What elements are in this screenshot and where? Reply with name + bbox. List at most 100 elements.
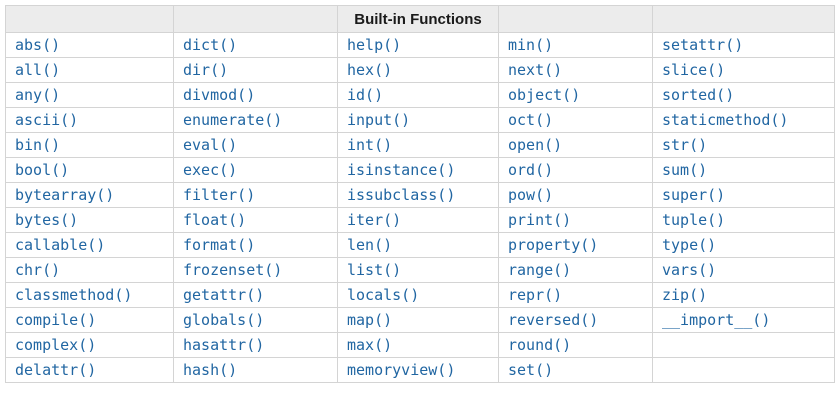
- function-link[interactable]: isinstance(): [347, 161, 456, 179]
- function-cell: type(): [652, 232, 835, 258]
- function-cell: sum(): [652, 157, 835, 183]
- function-link[interactable]: range(): [508, 261, 572, 279]
- function-link[interactable]: min(): [508, 36, 554, 54]
- function-cell: staticmethod(): [652, 107, 835, 133]
- table-row: callable() format() len() property() type(): [5, 232, 835, 258]
- table-row: any() divmod() id() object() sorted(): [5, 82, 835, 108]
- function-cell: set(): [498, 357, 653, 383]
- function-link[interactable]: issubclass(): [347, 186, 456, 204]
- function-link[interactable]: bytearray(): [15, 186, 115, 204]
- function-link[interactable]: id(): [347, 86, 384, 104]
- function-link[interactable]: max(): [347, 336, 393, 354]
- function-link[interactable]: open(): [508, 136, 563, 154]
- function-cell: help(): [337, 32, 499, 58]
- function-link[interactable]: all(): [15, 61, 61, 79]
- function-link[interactable]: round(): [508, 336, 572, 354]
- table-row: compile() globals() map() reversed() __impor…: [5, 307, 835, 333]
- function-cell: chr(): [5, 257, 174, 283]
- function-link[interactable]: slice(): [662, 61, 726, 79]
- function-link[interactable]: callable(): [15, 236, 106, 254]
- function-link[interactable]: str(): [662, 136, 708, 154]
- function-link[interactable]: pow(): [508, 186, 554, 204]
- function-link[interactable]: compile(): [15, 311, 97, 329]
- function-link[interactable]: bin(): [15, 136, 61, 154]
- function-cell: hash(): [173, 357, 338, 383]
- function-cell: open(): [498, 132, 653, 158]
- function-link[interactable]: chr(): [15, 261, 61, 279]
- function-link[interactable]: abs(): [15, 36, 61, 54]
- function-cell: slice(): [652, 57, 835, 83]
- function-cell: object(): [498, 82, 653, 108]
- table-row: all() dir() hex() next() slice(): [5, 57, 835, 83]
- function-link[interactable]: exec(): [183, 161, 238, 179]
- function-link[interactable]: format(): [183, 236, 256, 254]
- function-link[interactable]: hash(): [183, 361, 238, 379]
- function-link[interactable]: delattr(): [15, 361, 97, 379]
- function-cell: ord(): [498, 157, 653, 183]
- function-link[interactable]: classmethod(): [15, 286, 133, 304]
- function-link[interactable]: __import__(): [662, 311, 771, 329]
- table-row: bool() exec() isinstance() ord() sum(): [5, 157, 835, 183]
- table-row: delattr() hash() memoryview() set(): [5, 357, 835, 383]
- function-link[interactable]: map(): [347, 311, 393, 329]
- empty-cell: [652, 357, 835, 383]
- function-link[interactable]: repr(): [508, 286, 563, 304]
- function-link[interactable]: input(): [347, 111, 411, 129]
- function-cell: bool(): [5, 157, 174, 183]
- function-link[interactable]: tuple(): [662, 211, 726, 229]
- function-link[interactable]: filter(): [183, 186, 256, 204]
- function-link[interactable]: dir(): [183, 61, 229, 79]
- function-link[interactable]: list(): [347, 261, 402, 279]
- function-link[interactable]: set(): [508, 361, 554, 379]
- function-link[interactable]: zip(): [662, 286, 708, 304]
- function-link[interactable]: sorted(): [662, 86, 735, 104]
- function-link[interactable]: divmod(): [183, 86, 256, 104]
- function-link[interactable]: bool(): [15, 161, 70, 179]
- function-link[interactable]: enumerate(): [183, 111, 283, 129]
- function-link[interactable]: float(): [183, 211, 247, 229]
- function-cell: id(): [337, 82, 499, 108]
- header-cell-empty: [173, 5, 338, 33]
- header-row: Built-in Functions: [5, 5, 835, 33]
- function-link[interactable]: eval(): [183, 136, 238, 154]
- function-link[interactable]: len(): [347, 236, 393, 254]
- function-link[interactable]: hex(): [347, 61, 393, 79]
- function-cell: ascii(): [5, 107, 174, 133]
- function-cell: enumerate(): [173, 107, 338, 133]
- table-row: classmethod() getattr() locals() repr() zip(…: [5, 282, 835, 308]
- function-link[interactable]: ord(): [508, 161, 554, 179]
- function-link[interactable]: ascii(): [15, 111, 79, 129]
- function-link[interactable]: staticmethod(): [662, 111, 789, 129]
- function-link[interactable]: bytes(): [15, 211, 79, 229]
- function-cell: sorted(): [652, 82, 835, 108]
- function-link[interactable]: setattr(): [662, 36, 744, 54]
- table-row: complex() hasattr() max() round(): [5, 332, 835, 358]
- function-link[interactable]: super(): [662, 186, 726, 204]
- function-link[interactable]: oct(): [508, 111, 554, 129]
- function-link[interactable]: next(): [508, 61, 563, 79]
- function-cell: property(): [498, 232, 653, 258]
- function-link[interactable]: int(): [347, 136, 393, 154]
- function-link[interactable]: getattr(): [183, 286, 265, 304]
- function-link[interactable]: vars(): [662, 261, 717, 279]
- function-link[interactable]: locals(): [347, 286, 420, 304]
- function-link[interactable]: object(): [508, 86, 581, 104]
- function-link[interactable]: help(): [347, 36, 402, 54]
- table-header: Built-in Functions: [5, 5, 835, 33]
- function-link[interactable]: sum(): [662, 161, 708, 179]
- function-link[interactable]: print(): [508, 211, 572, 229]
- function-link[interactable]: memoryview(): [347, 361, 456, 379]
- function-link[interactable]: reversed(): [508, 311, 599, 329]
- header-cell-empty: [652, 5, 835, 33]
- function-link[interactable]: dict(): [183, 36, 238, 54]
- function-cell: hasattr(): [173, 332, 338, 358]
- function-link[interactable]: frozenset(): [183, 261, 283, 279]
- function-cell: tuple(): [652, 207, 835, 233]
- function-link[interactable]: type(): [662, 236, 717, 254]
- function-link[interactable]: globals(): [183, 311, 265, 329]
- function-link[interactable]: property(): [508, 236, 599, 254]
- function-link[interactable]: iter(): [347, 211, 402, 229]
- function-link[interactable]: any(): [15, 86, 61, 104]
- function-link[interactable]: hasattr(): [183, 336, 265, 354]
- function-link[interactable]: complex(): [15, 336, 97, 354]
